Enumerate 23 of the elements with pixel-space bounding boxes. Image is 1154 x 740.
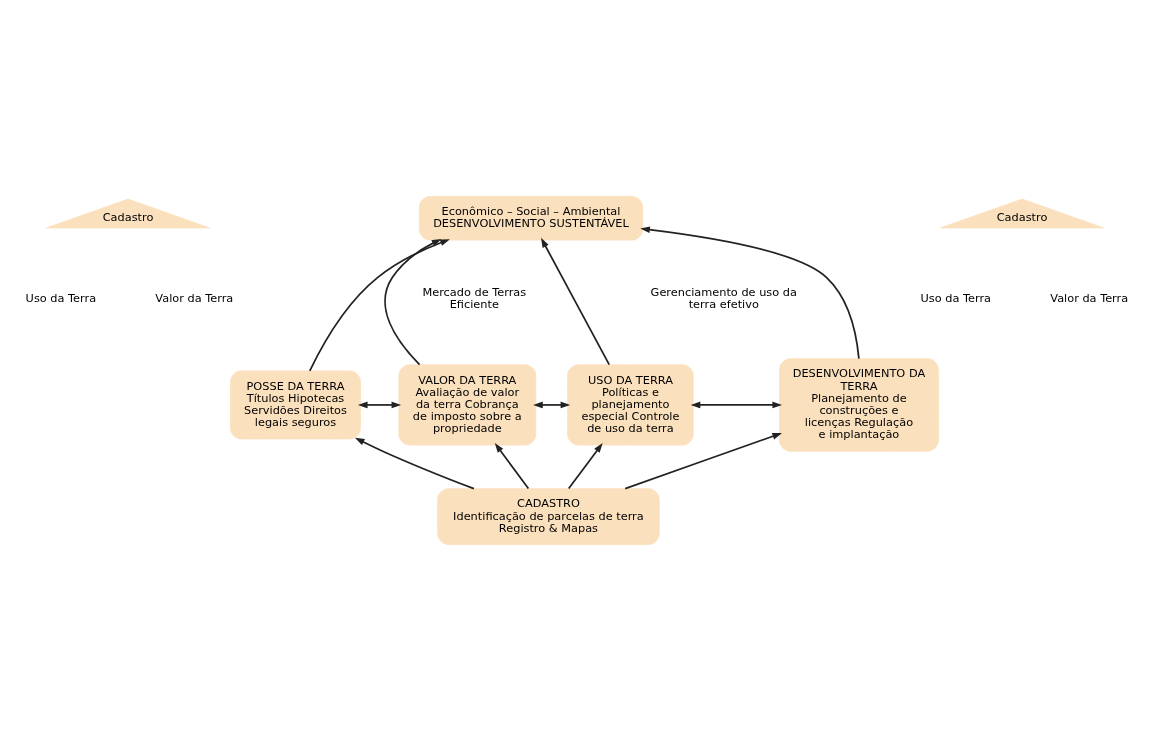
arrow xyxy=(624,432,783,489)
arrow xyxy=(690,401,782,408)
arrow xyxy=(533,401,571,408)
label: Mercado de Terras Eficiente xyxy=(422,284,527,311)
arrow xyxy=(567,442,603,489)
label: Gerenciamento de uso da terra efetivo xyxy=(650,284,797,311)
node-box: USO DA TERRA Políticas e planejamento especial Controle de uso da terra xyxy=(567,363,694,445)
arrow xyxy=(494,442,530,489)
arrow xyxy=(640,225,860,359)
arrow xyxy=(308,238,450,372)
node-box: VALOR DA TERRA Avaliação de valor da terra Cobrança de imposto sobre a propriedade xyxy=(398,363,537,445)
arrow xyxy=(541,237,611,365)
label: Uso da Terra xyxy=(920,290,992,305)
node-box: DESENVOLVIMENTO DA TERRA Planejamento de construções e licenças Regulação e implantação xyxy=(779,357,939,452)
node-box: CADASTRO Identificação de parcelas de terra Registro & Mapas xyxy=(437,487,660,545)
arrow xyxy=(384,238,442,366)
node-box: Econômico – Social – Ambiental DESENVOLVIMENTO SUSTENTÁVEL xyxy=(418,195,644,241)
label: Uso da Terra xyxy=(25,290,97,305)
label: Valor da Terra xyxy=(155,290,234,305)
label: Valor da Terra xyxy=(1050,290,1129,305)
arrow xyxy=(354,437,475,490)
arrow xyxy=(357,401,402,408)
node-box: POSSE DA TERRA Títulos Hipotecas Servidões Direitos legais seguros xyxy=(230,370,361,439)
